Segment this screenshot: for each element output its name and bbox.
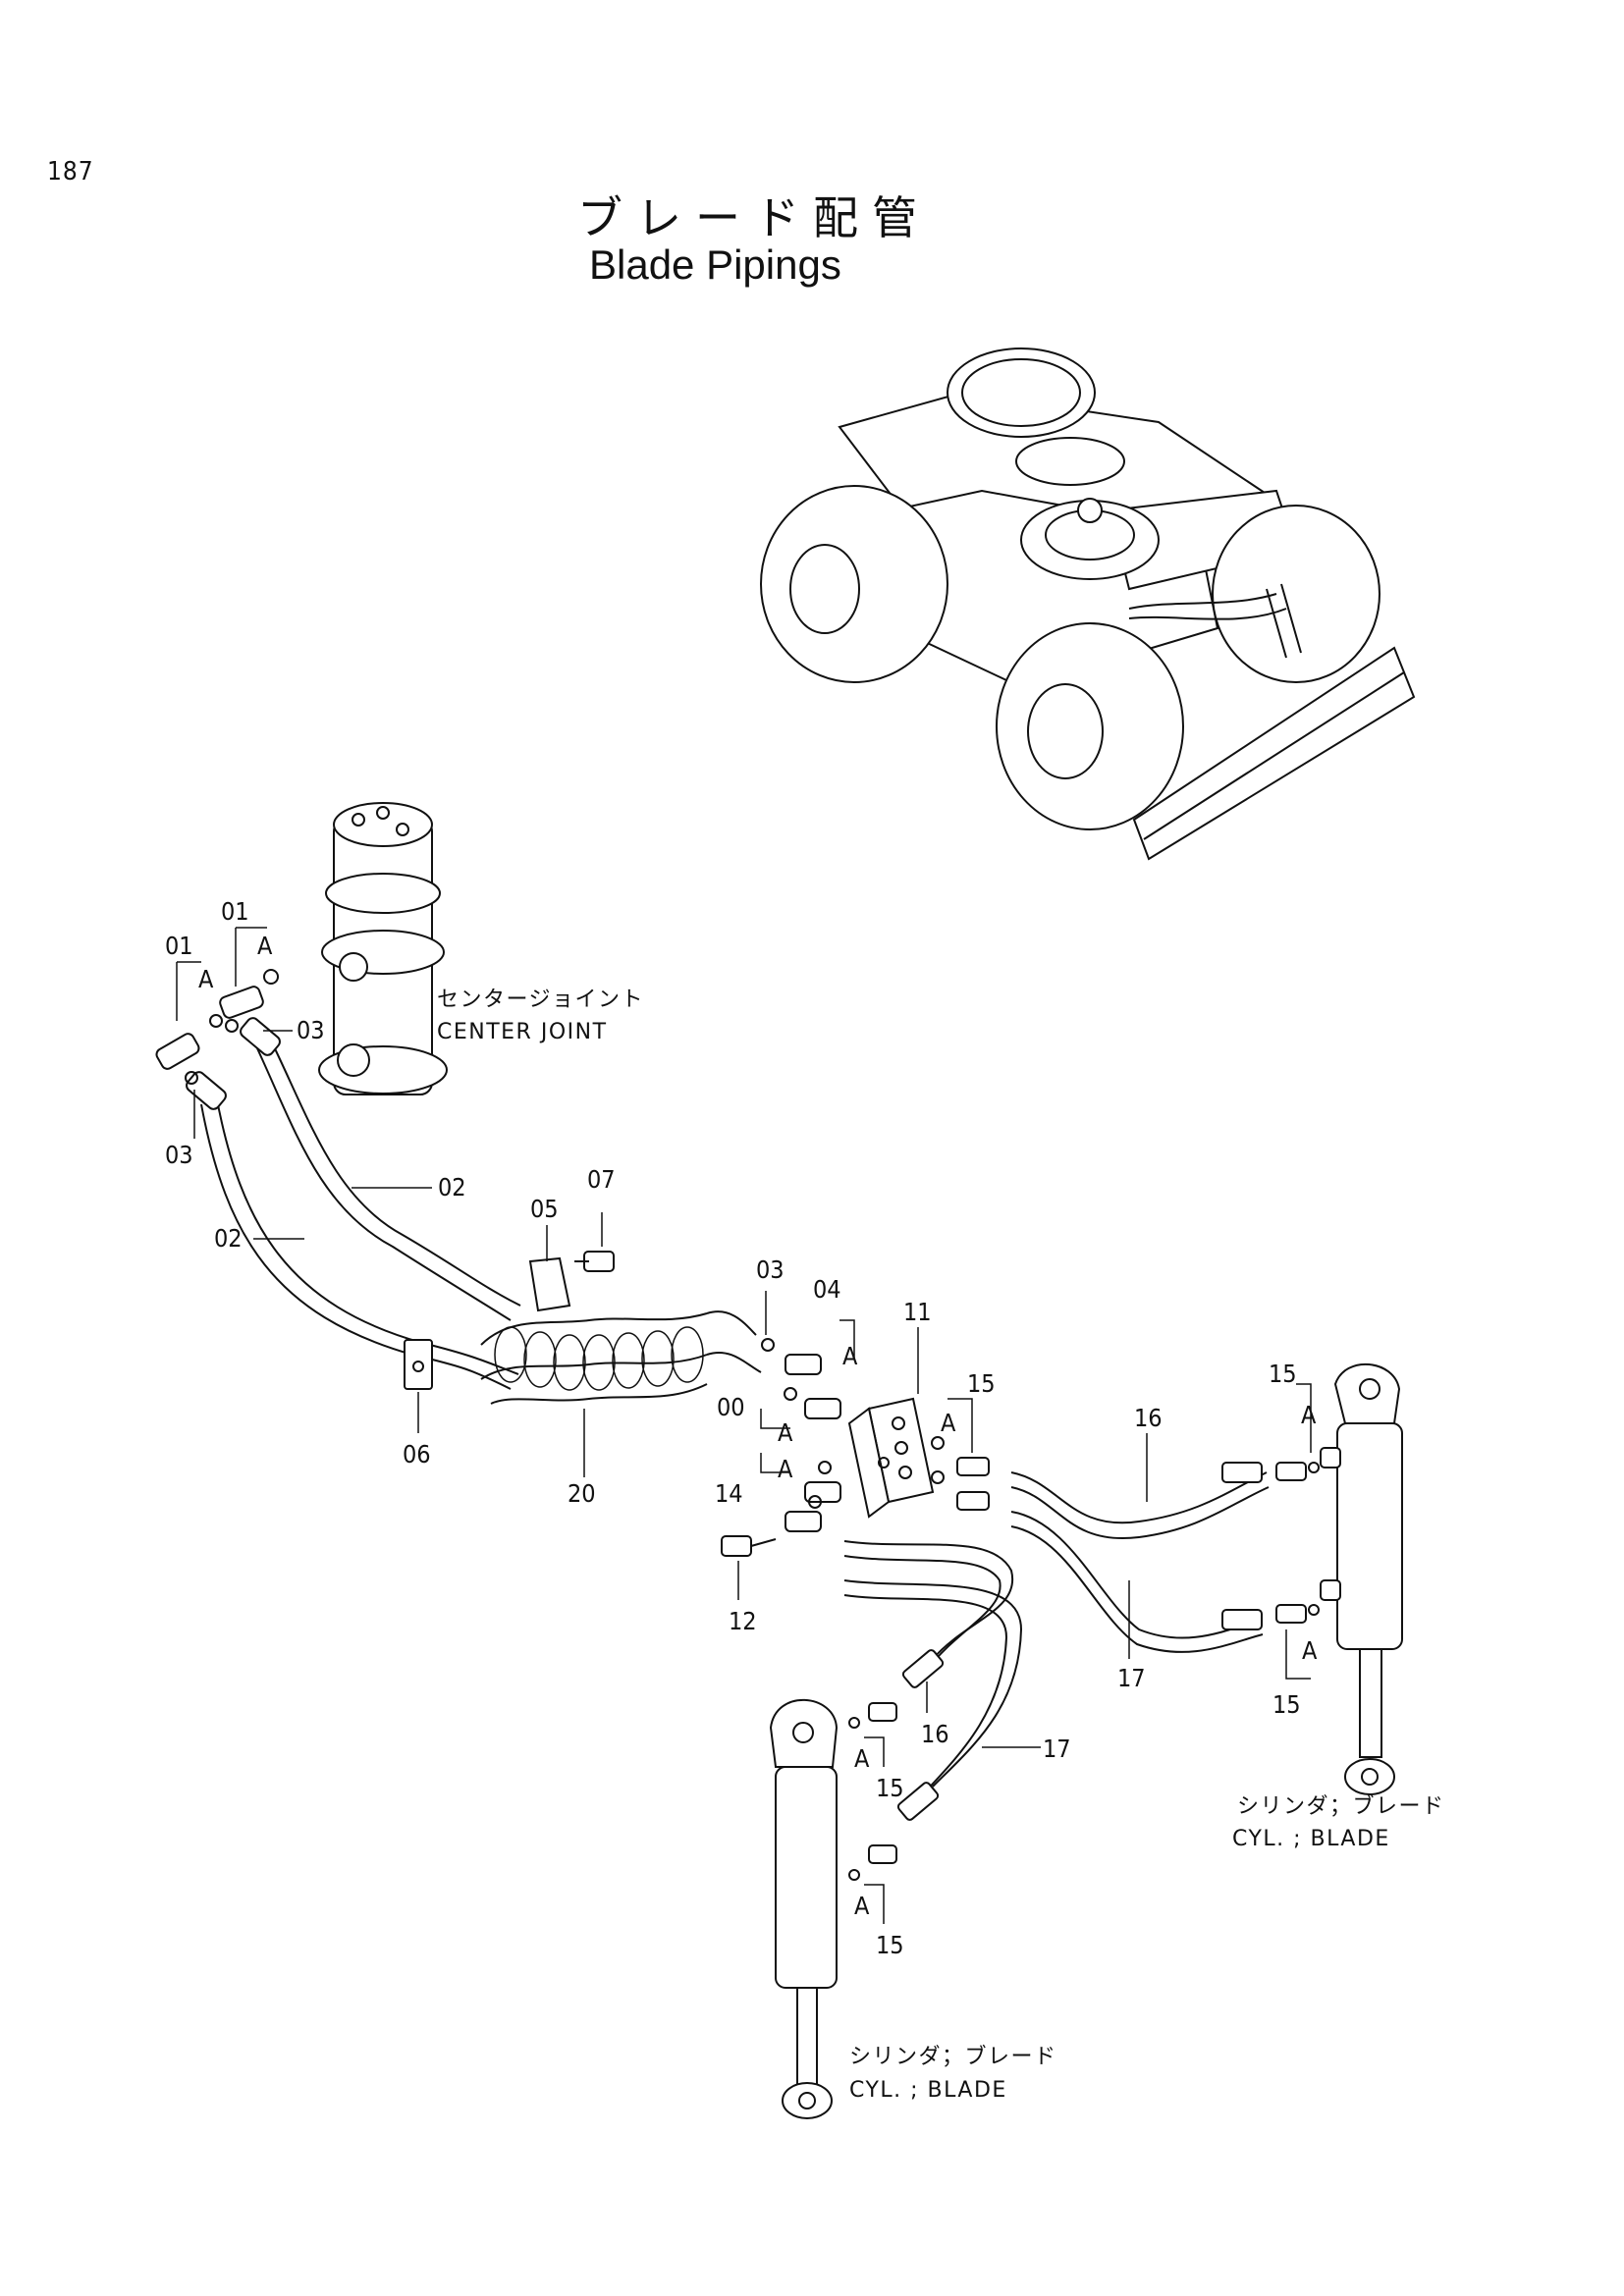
title-english: Blade Pipings xyxy=(589,241,841,288)
cylinder-right-label-jp: シリンダ；ブレード xyxy=(1237,1794,1445,1819)
part-label-15: 15 xyxy=(967,1369,996,1398)
part-label-03: 03 xyxy=(165,1141,193,1169)
spiral-protector-20 xyxy=(480,1310,762,1405)
center-joint xyxy=(318,802,448,1095)
part-label-03: 03 xyxy=(297,1016,325,1044)
cylinder-left-label-en: CYL. ; BLADE xyxy=(849,2078,1007,2103)
part-label-01: 01 xyxy=(221,897,249,926)
leader-lines xyxy=(176,927,1312,1924)
part-label-14: 14 xyxy=(715,1479,743,1508)
part-labels: 01 01 03 03 02 02 05 07 06 20 03 04 11 0… xyxy=(165,897,1301,1959)
part-label-17: 17 xyxy=(1117,1664,1146,1692)
detail-marker-a: A xyxy=(257,932,273,960)
hoses-16-17-right xyxy=(1010,1462,1270,1653)
undercarriage-overview xyxy=(760,347,1416,861)
part-label-15: 15 xyxy=(1272,1690,1301,1719)
part-label-12: 12 xyxy=(729,1607,757,1635)
part-label-16: 16 xyxy=(1134,1404,1163,1432)
clamp-05-06-07 xyxy=(404,1251,615,1390)
detail-marker-a: A xyxy=(198,965,214,993)
detail-marker-a: A xyxy=(1302,1636,1318,1665)
part-label-05: 05 xyxy=(530,1195,559,1223)
part-label-15: 15 xyxy=(1269,1360,1297,1388)
cylinder-right-label-en: CYL. ; BLADE xyxy=(1232,1827,1390,1851)
part-label-17: 17 xyxy=(1043,1735,1071,1763)
part-label-11: 11 xyxy=(903,1298,932,1326)
cylinder-left-label-jp: シリンダ；ブレード xyxy=(849,2045,1057,2069)
callouts: センタージョイント CENTER JOINT シリンダ；ブレード CYL. ; … xyxy=(437,988,1445,2103)
fittings-block-area xyxy=(721,1338,990,1557)
part-label-02: 02 xyxy=(214,1224,243,1253)
detail-marker-a: A xyxy=(854,1892,870,1920)
part-label-20: 20 xyxy=(568,1479,596,1508)
part-label-00: 00 xyxy=(717,1393,745,1421)
hoses-16-17-left xyxy=(843,1540,1023,1821)
blade-cylinder-left xyxy=(769,1698,897,2119)
part-label-01: 01 xyxy=(165,932,193,960)
detail-marker-a: A xyxy=(778,1455,793,1483)
part-label-02: 02 xyxy=(438,1173,466,1201)
part-label-03: 03 xyxy=(756,1255,785,1284)
detail-marker-a: A xyxy=(842,1342,858,1370)
detail-marker-a: A xyxy=(1301,1401,1317,1429)
part-label-15: 15 xyxy=(876,1774,904,1802)
detail-marker-a: A xyxy=(854,1744,870,1773)
page-number: 187 xyxy=(47,157,94,187)
part-label-06: 06 xyxy=(403,1440,431,1468)
detail-marker-a: A xyxy=(778,1418,793,1447)
part-label-07: 07 xyxy=(587,1165,616,1194)
detail-marker-a: A xyxy=(941,1409,956,1437)
part-label-15: 15 xyxy=(876,1931,904,1959)
part-label-16: 16 xyxy=(921,1720,949,1748)
blade-cylinder-right xyxy=(1275,1362,1403,1795)
elbow-fittings-01 xyxy=(155,969,281,1110)
center-joint-label-en: CENTER JOINT xyxy=(437,1020,608,1044)
detail-markers: A A A A A A A A A A xyxy=(198,932,1318,1920)
hose-set-02 xyxy=(200,1040,521,1390)
center-joint-label-jp: センタージョイント xyxy=(437,988,644,1012)
title-japanese: ブレード配管 xyxy=(577,191,931,244)
valve-block-11 xyxy=(847,1397,935,1519)
part-label-04: 04 xyxy=(813,1275,841,1304)
